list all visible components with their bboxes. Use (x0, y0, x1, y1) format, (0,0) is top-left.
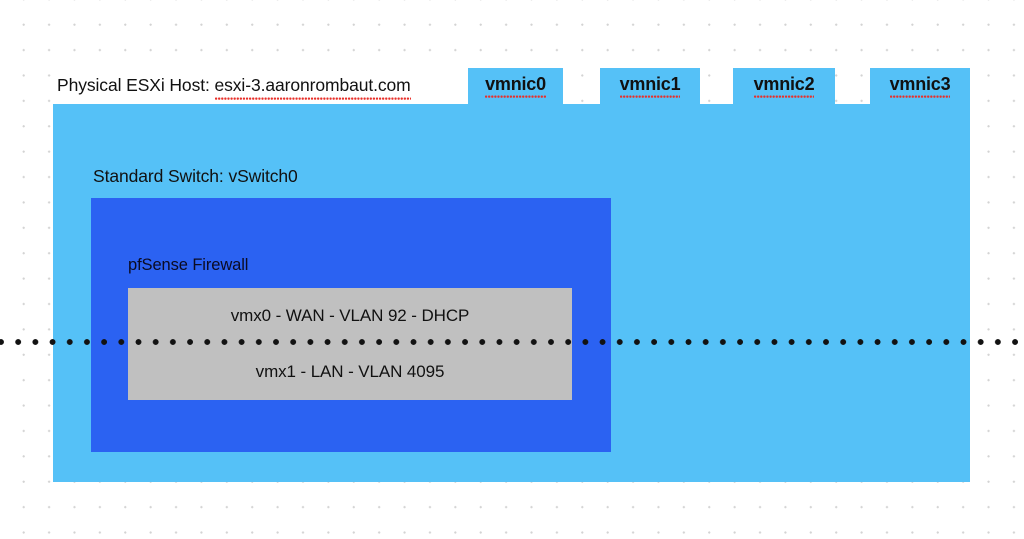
host-title: Physical ESXi Host: esxi-3.aaronrombaut.… (57, 75, 467, 100)
uplink-tab-vmnic2[interactable]: vmnic2 (733, 68, 835, 104)
host-hostname: esxi-3.aaronrombaut.com (214, 75, 411, 100)
firewall-label: pfSense Firewall (128, 256, 249, 274)
host-title-prefix: Physical ESXi Host: (57, 75, 215, 95)
standard-switch-label: Standard Switch: vSwitch0 (93, 166, 298, 186)
network-boundary-dotted-line (0, 339, 1024, 345)
uplink-tab-vmnic3[interactable]: vmnic3 (870, 68, 970, 104)
uplink-label-vmnic1: vmnic1 (619, 74, 681, 98)
uplink-label-vmnic0: vmnic0 (485, 74, 546, 98)
interface-row-lan: vmx1 - LAN - VLAN 4095 (255, 362, 445, 381)
uplink-tab-vmnic0[interactable]: vmnic0 (468, 68, 563, 104)
uplink-label-vmnic3: vmnic3 (889, 74, 951, 98)
uplink-label-vmnic2: vmnic2 (753, 74, 815, 98)
uplink-tab-vmnic1[interactable]: vmnic1 (600, 68, 700, 104)
interface-row-wan: vmx0 - WAN - VLAN 92 - DHCP (230, 306, 470, 325)
